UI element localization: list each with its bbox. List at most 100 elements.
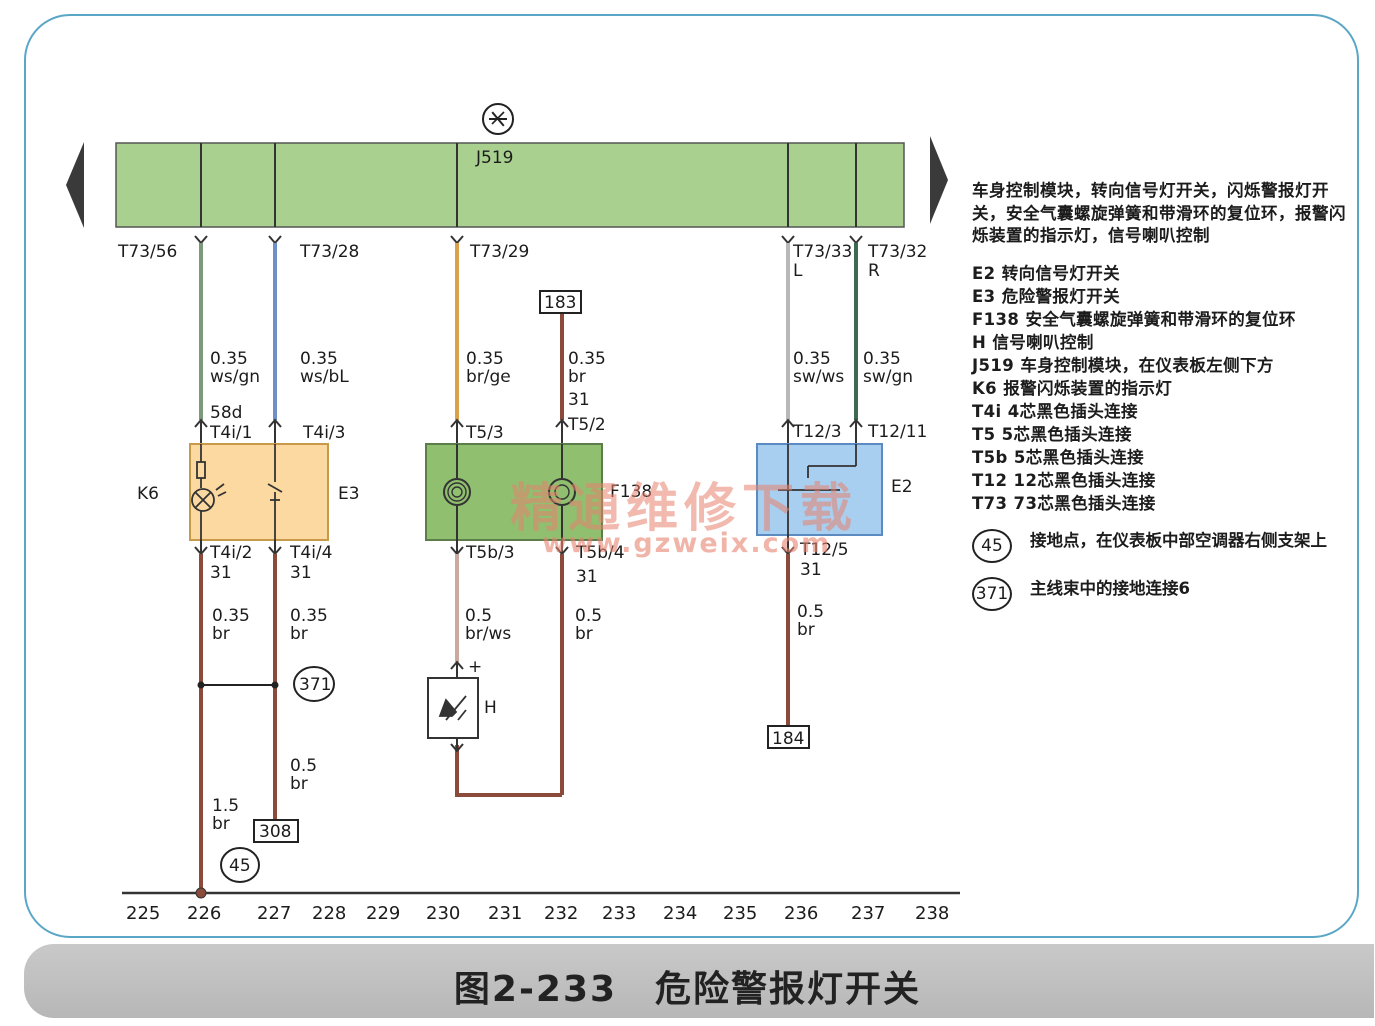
scale-num: 234	[663, 903, 697, 924]
j519-label: J519	[475, 148, 513, 168]
wire-color: br	[290, 624, 308, 644]
e2-label: E2	[891, 477, 913, 497]
legend-item: F138 安全气囊螺旋弹簧和带滑环的复位环	[972, 309, 1296, 329]
ground-ecu-icon	[482, 103, 514, 135]
term-31: 31	[800, 560, 822, 580]
conn-t73-32: T73/32	[867, 242, 927, 262]
scale-num: 237	[851, 903, 885, 924]
conn-t4i-1: T4i/1	[209, 423, 252, 443]
legend-item: T4i 4芯黑色插头连接	[972, 401, 1138, 421]
conn-t5b-3: T5b/3	[465, 543, 515, 563]
wire-size: 0.35	[568, 349, 606, 369]
caption-bar	[24, 944, 1374, 1018]
wire-color: ws/gn	[210, 367, 260, 387]
wire-size: 0.35	[290, 606, 328, 626]
conn-t73-28: T73/28	[299, 242, 359, 262]
f138-component	[425, 443, 603, 541]
scale-num: 225	[126, 903, 160, 924]
wire-size: 0.35	[466, 349, 504, 369]
scale-num: 238	[915, 903, 949, 924]
scale-num: 232	[544, 903, 578, 924]
scale-num: 236	[784, 903, 818, 924]
scale-num: 226	[187, 903, 221, 924]
lamp-icon	[191, 444, 227, 540]
wire-size: 0.35	[863, 349, 901, 369]
ref-183-box	[539, 290, 582, 314]
conn-t12-11: T12/11	[867, 422, 927, 442]
wire-size: 0.5	[290, 756, 317, 776]
wire-size: 0.35	[212, 606, 250, 626]
conn-t12-5: T12/5	[799, 540, 849, 560]
legend-item: T5b 5芯黑色插头连接	[972, 447, 1145, 467]
ref-308-box	[253, 819, 299, 843]
term-31: 31	[576, 567, 598, 587]
h-label: H	[484, 698, 497, 718]
wire-color: ws/bL	[300, 367, 349, 387]
wire-term: 31	[568, 390, 590, 410]
wire-color: br	[290, 774, 308, 794]
wire-color: br	[575, 624, 593, 644]
legend-item: E3 危险警报灯开关	[972, 286, 1120, 306]
conn-t73-29: T73/29	[469, 242, 529, 262]
watermark-url: www.gzweix.com	[542, 528, 832, 559]
legend-ground-45: 45 接地点，在仪表板中部空调器右侧支架上	[972, 528, 1357, 563]
horn-icon	[438, 695, 467, 721]
conn-t4i-2: T4i/2	[209, 543, 252, 563]
wire-size: 0.5	[575, 606, 602, 626]
e3-label: E3	[338, 484, 360, 504]
wire-br-horn	[455, 745, 562, 797]
conn-t12-3: T12/3	[792, 422, 842, 442]
k6-e3-component	[189, 443, 329, 541]
legend-ground-371: 371 主线束中的接地连接6	[972, 576, 1357, 611]
wire-color: br	[797, 620, 815, 640]
wire-size: 0.35	[210, 349, 248, 369]
term-31: 31	[210, 563, 232, 583]
scale-num: 233	[602, 903, 636, 924]
j519-module	[115, 142, 905, 228]
turn-switch-icon	[778, 444, 857, 540]
wire-color: sw/ws	[793, 367, 844, 387]
right-arrow-icon[interactable]	[930, 136, 948, 224]
scale-num: 230	[426, 903, 460, 924]
wire-color: br	[212, 814, 230, 834]
wire-size: 0.5	[465, 606, 492, 626]
conn-t73-33-side: L	[793, 261, 803, 281]
legend-item: J519 车身控制模块，在仪表板左侧下方	[972, 355, 1274, 375]
wire-color: sw/gn	[863, 367, 913, 387]
scale-num: 227	[257, 903, 291, 924]
switch-e3-icon	[267, 444, 283, 540]
legend-description: 车身控制模块，转向信号灯开关，闪烁警报灯开关，安全气囊螺旋弹簧和带滑环的复位环，…	[972, 181, 1346, 245]
left-arrow-icon[interactable]	[66, 142, 84, 228]
legend: 车身控制模块，转向信号灯开关，闪烁警报灯开关，安全气囊螺旋弹簧和带滑环的复位环，…	[972, 180, 1357, 611]
conn-t5b-4: T5b/4	[575, 543, 625, 563]
conn-t73-33: T73/33	[792, 242, 852, 262]
legend-item: T73 73芯黑色插头连接	[972, 493, 1156, 513]
spiral-spring-icon	[443, 444, 576, 540]
legend-item: E2 转向信号灯开关	[972, 263, 1120, 283]
scale-num: 229	[366, 903, 400, 924]
conn-t5-3: T5/3	[465, 423, 504, 443]
scale-num: 228	[312, 903, 346, 924]
term-31: 31	[290, 563, 312, 583]
ref-308: 308	[259, 822, 291, 842]
scale-num: 231	[488, 903, 522, 924]
pin-58d: 58d	[210, 403, 242, 423]
wire-size: 0.35	[300, 349, 338, 369]
wire-color: br	[568, 367, 586, 387]
ground-371-legend-circle: 371	[972, 576, 1012, 611]
ground-371-circle	[293, 666, 335, 702]
ground-371: 371	[299, 675, 331, 695]
wire-color: br	[212, 624, 230, 644]
watermark: 精通维修下载	[510, 478, 859, 539]
conn-t5-2: T5/2	[567, 415, 606, 435]
conn-t4i-4: T4i/4	[289, 543, 332, 563]
wire-size: 0.35	[793, 349, 831, 369]
ground-45-circle	[220, 847, 260, 883]
legend-item: T5 5芯黑色插头连接	[972, 424, 1132, 444]
horn-plus: +	[468, 657, 482, 677]
conn-t4i-3: T4i/3	[302, 423, 345, 443]
f138-label: F138	[610, 482, 652, 502]
legend-item: T12 12芯黑色插头连接	[972, 470, 1156, 490]
scale-numbers: 225 226 227 228 229 230 231 232 233 234 …	[126, 903, 949, 924]
